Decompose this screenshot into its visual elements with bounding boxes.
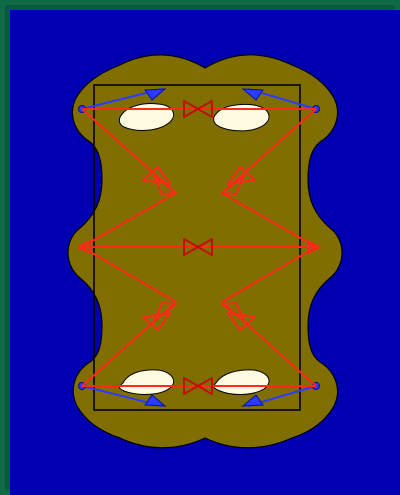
drawing-canvas: [10, 10, 400, 495]
scene-svg: [10, 10, 400, 495]
